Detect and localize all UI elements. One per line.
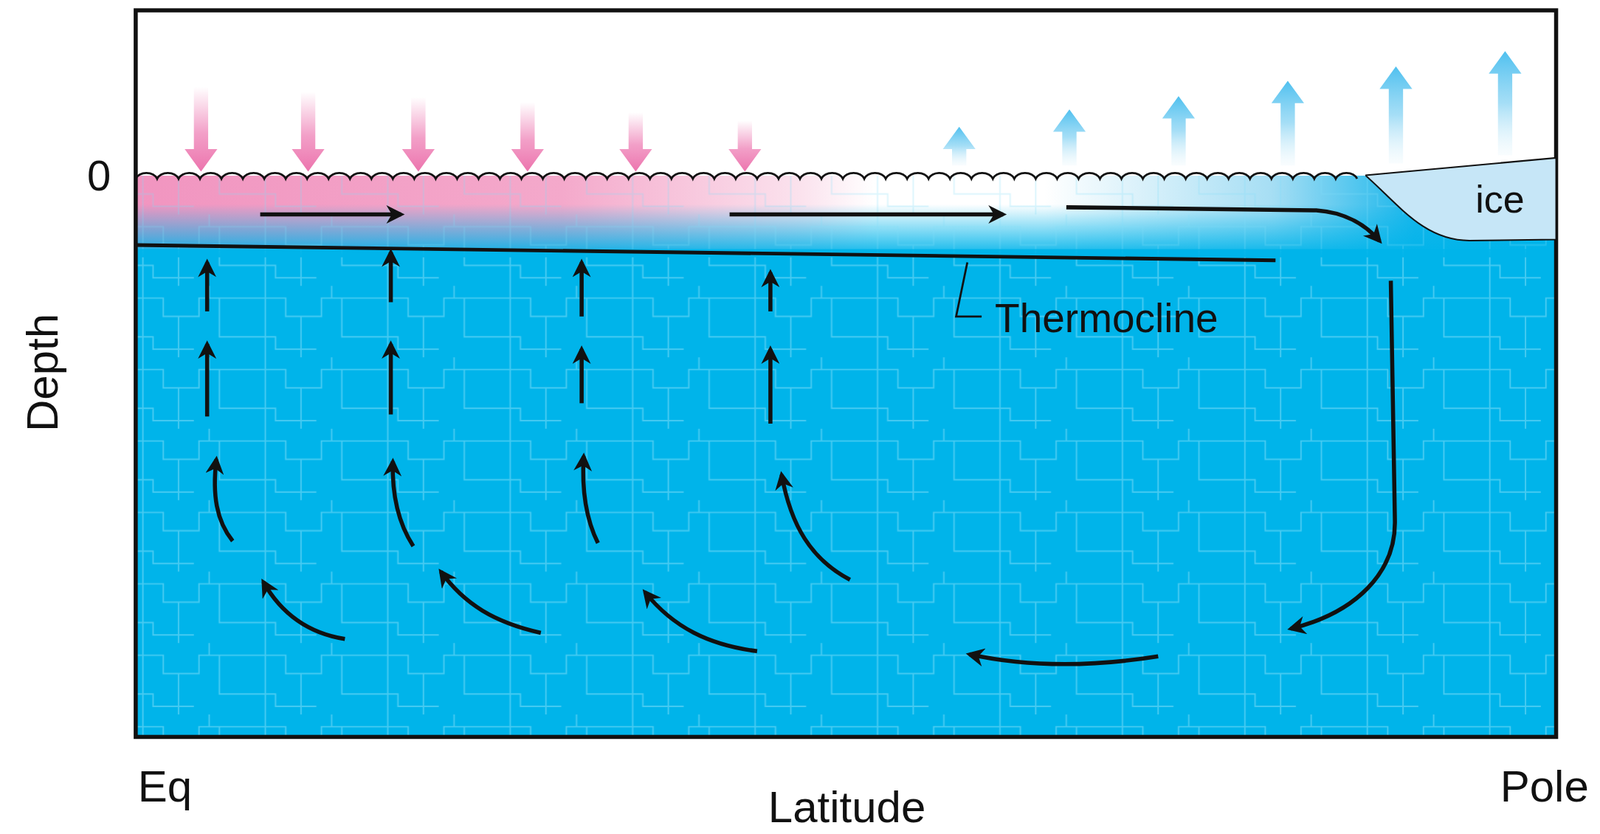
heat-flux-arrows bbox=[184, 50, 1522, 172]
cooling-arrow bbox=[1488, 50, 1522, 155]
ice-outline bbox=[1365, 152, 1557, 247]
warming-arrow bbox=[402, 97, 435, 172]
warming-arrow bbox=[619, 112, 652, 172]
frame bbox=[135, 10, 1557, 737]
warming-arrow bbox=[184, 87, 217, 172]
cooling-arrow bbox=[1162, 95, 1195, 166]
warming-arrow bbox=[511, 101, 544, 172]
cooling-arrow bbox=[943, 126, 976, 167]
warming-arrow bbox=[728, 120, 761, 172]
wave-line bbox=[135, 172, 1358, 179]
axis-end-label: Eq bbox=[138, 764, 192, 809]
cooling-arrow bbox=[1379, 66, 1412, 164]
axis-end-label: Pole bbox=[1500, 764, 1589, 809]
axis-title: Latitude bbox=[768, 785, 927, 830]
axis-title: Depth bbox=[20, 313, 65, 432]
node-label: ice bbox=[1475, 180, 1524, 219]
depth-zero: 0 bbox=[87, 154, 111, 198]
circulation-arrows bbox=[207, 207, 1395, 665]
water-surface bbox=[135, 172, 1358, 179]
cooling-arrow bbox=[1053, 109, 1086, 166]
cooling-arrow bbox=[1271, 80, 1305, 166]
thermocline-label: Thermocline bbox=[994, 298, 1219, 339]
leader-line bbox=[956, 262, 983, 317]
thermocline-line bbox=[135, 245, 1276, 261]
warming-arrow bbox=[291, 92, 324, 172]
ice-shelf: ice bbox=[1365, 152, 1557, 247]
